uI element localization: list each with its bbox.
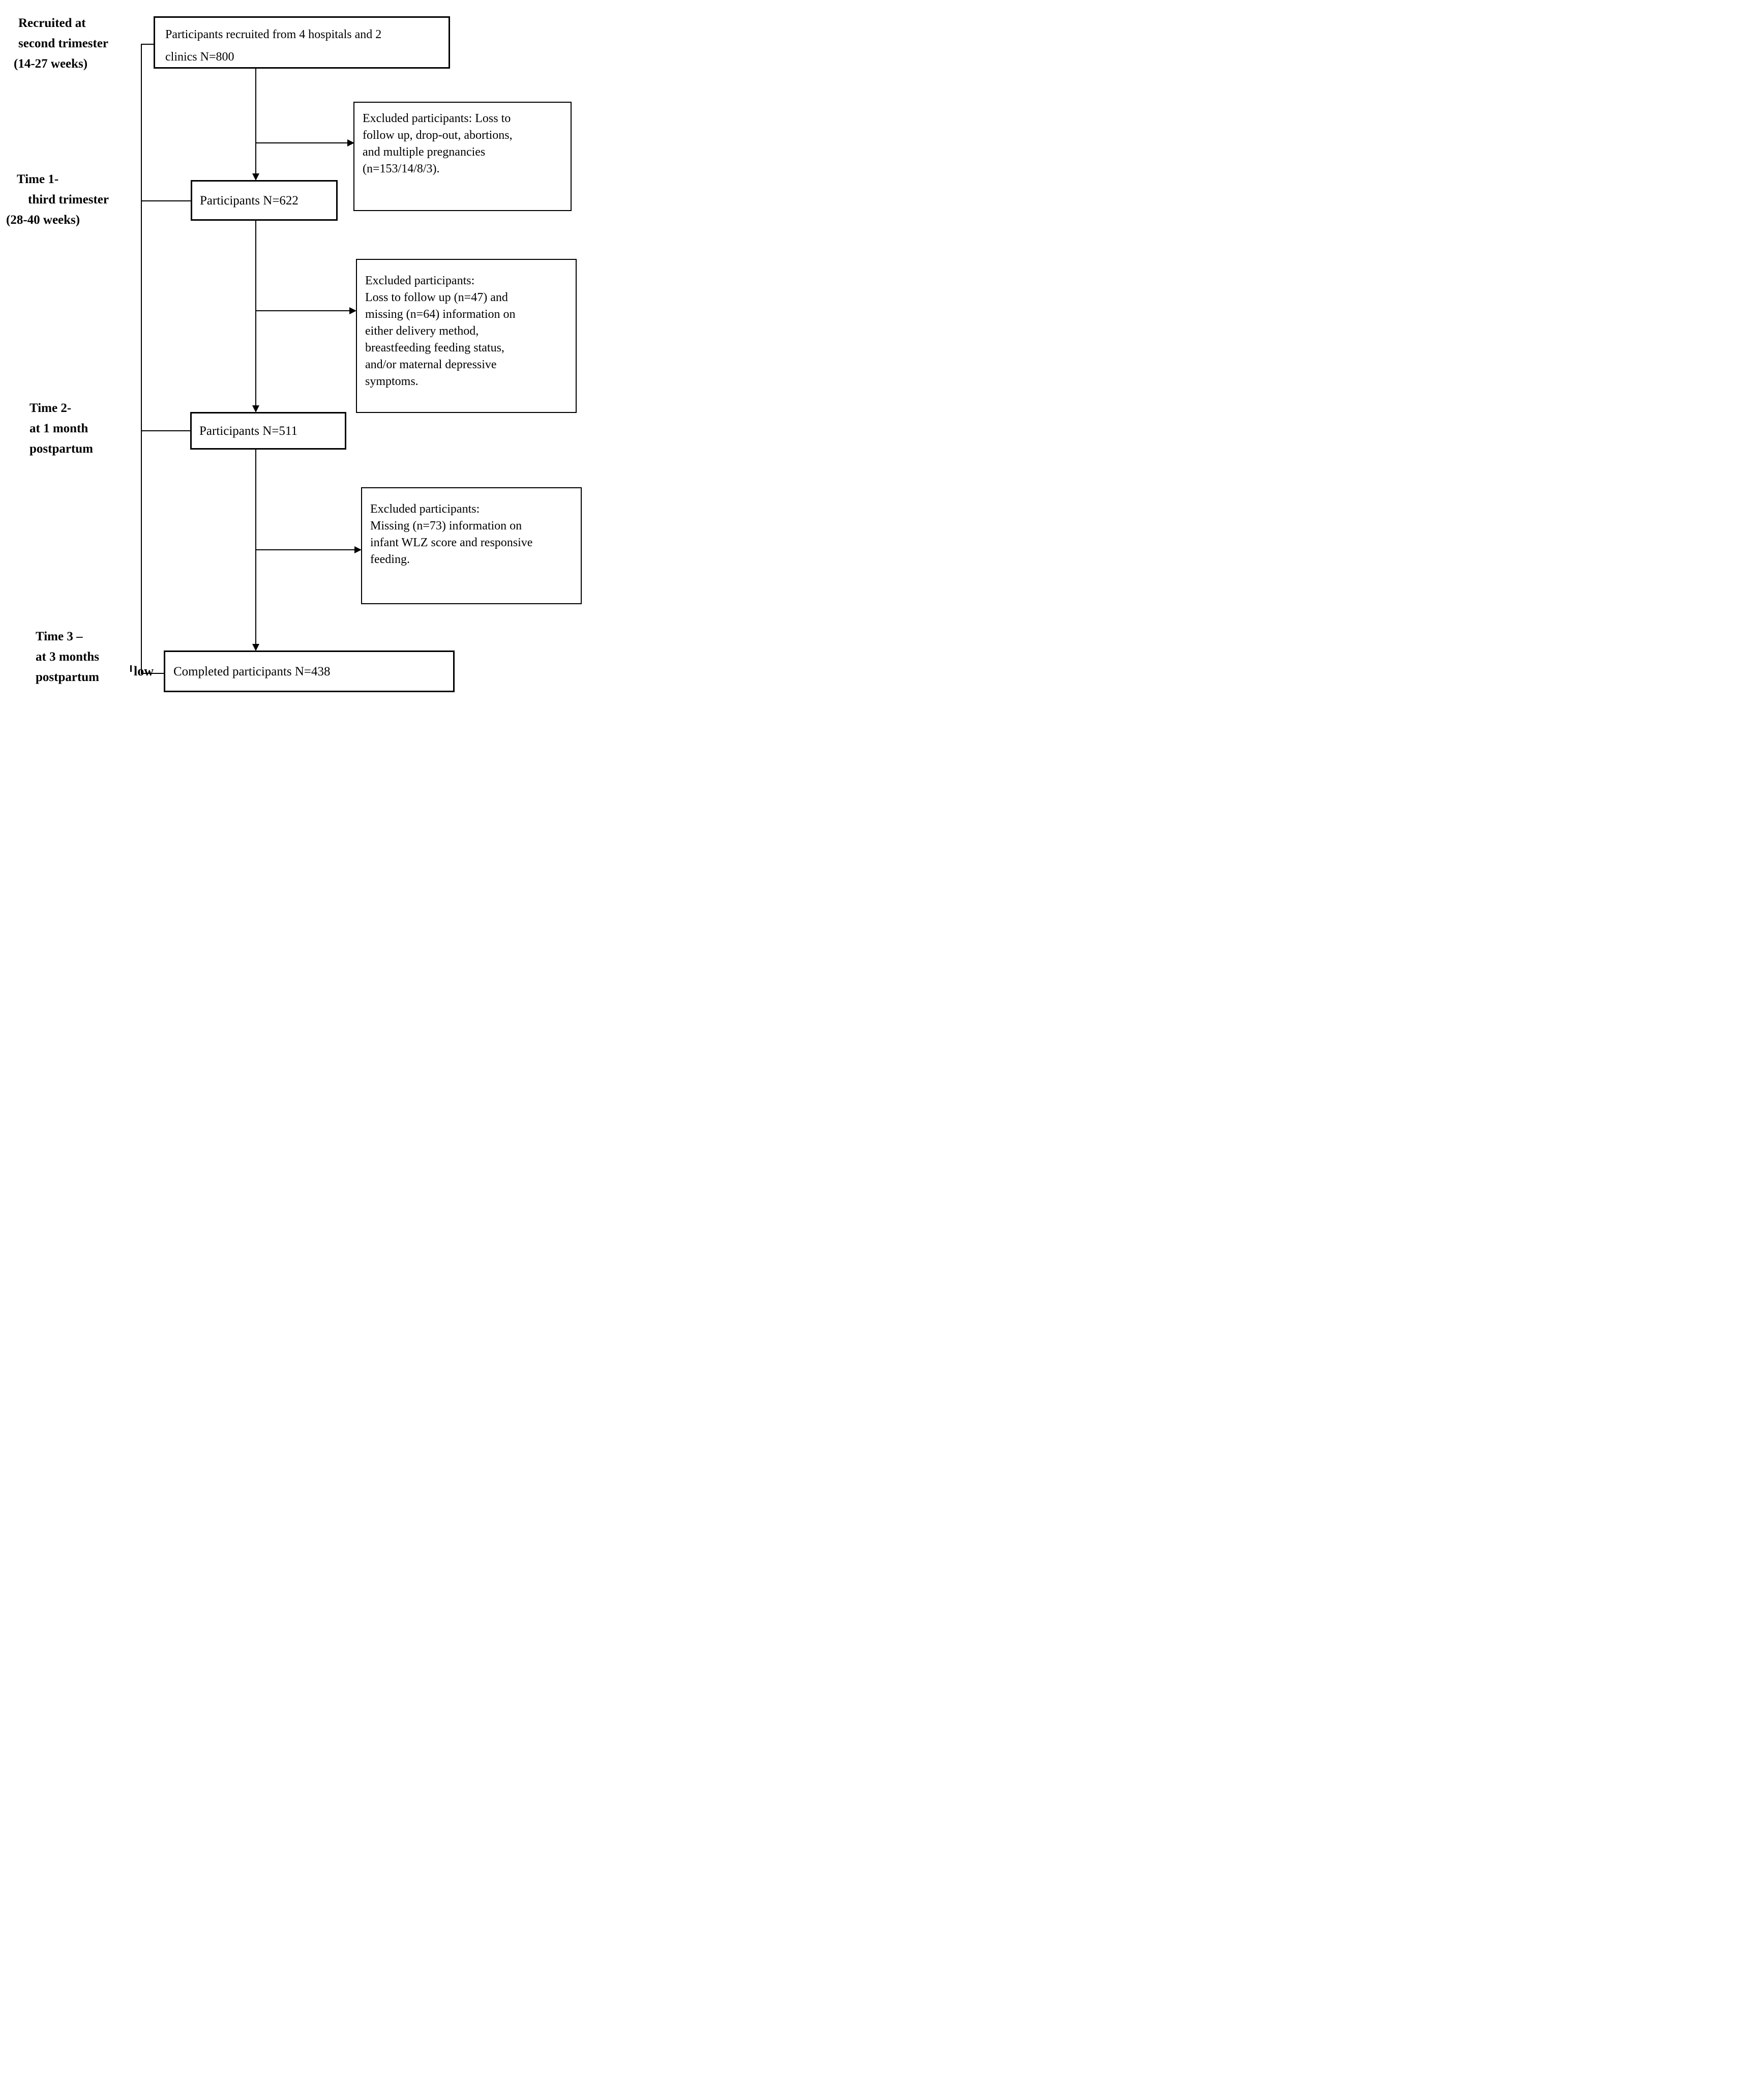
excluded-box-1-line: and multiple pregnancies bbox=[363, 145, 486, 159]
flow-line-time2-to-completed bbox=[255, 450, 256, 644]
right-arrowhead-excluded-2 bbox=[349, 307, 356, 314]
flow-box-recruited-line-1: Participants recruited from 4 hospitals … bbox=[165, 28, 382, 41]
timeline-label-line: postpartum bbox=[29, 442, 94, 456]
excluded-box-3-line: Excluded participants: bbox=[370, 502, 480, 516]
timeline-label-line: Recruited at bbox=[18, 16, 86, 30]
excluded-box-2-line: symptoms. bbox=[365, 375, 419, 388]
connector-completed-box bbox=[141, 673, 165, 674]
flow-box-time1-label: Participants N=622 bbox=[200, 193, 299, 208]
timeline-label-line: postpartum bbox=[36, 670, 100, 684]
right-arrowhead-excluded-1 bbox=[347, 139, 354, 146]
branch-line-excluded-1 bbox=[255, 142, 348, 143]
excluded-box-3-line: Missing (n=73) information on bbox=[370, 519, 522, 533]
excluded-box-2-line: Excluded participants: bbox=[365, 274, 475, 287]
flow-box-recruited: Participants recruited from 4 hospitals … bbox=[154, 16, 450, 69]
flow-line-time1-to-time2 bbox=[255, 221, 256, 405]
caption-glyph-fragment bbox=[130, 665, 132, 672]
timeline-label-line: Time 1- bbox=[17, 172, 59, 186]
timeline-label-line: (28-40 weeks) bbox=[6, 213, 80, 227]
excluded-box-2-line: and/or maternal depressive bbox=[365, 358, 497, 371]
excluded-box-3: Excluded participants: Missing (n=73) in… bbox=[361, 487, 582, 604]
branch-line-excluded-2 bbox=[255, 310, 350, 311]
excluded-box-2-line: either delivery method, bbox=[365, 324, 479, 338]
timeline-label-time2: Time 2- at 1 month postpartum bbox=[29, 398, 93, 459]
timeline-label-line: at 1 month bbox=[29, 422, 88, 435]
down-arrowhead-time2 bbox=[252, 405, 259, 412]
down-arrowhead-time1 bbox=[252, 173, 259, 181]
timeline-label-line: (14-27 weeks) bbox=[14, 57, 88, 71]
excluded-box-2-line: Loss to follow up (n=47) and bbox=[365, 291, 508, 304]
connector-recruited-box bbox=[141, 44, 155, 45]
right-arrowhead-excluded-3 bbox=[354, 546, 362, 553]
excluded-box-2-line: missing (n=64) information on bbox=[365, 308, 516, 321]
timeline-label-line: at 3 months bbox=[36, 650, 100, 664]
timeline-label-recruitment: Recruited at second trimester (14-27 wee… bbox=[14, 13, 108, 74]
flow-box-time2-label: Participants N=511 bbox=[199, 424, 298, 438]
timeline-label-line: second trimester bbox=[18, 37, 109, 50]
excluded-box-1: Excluded participants: Loss to follow up… bbox=[353, 102, 572, 211]
excluded-box-3-line: infant WLZ score and responsive bbox=[370, 536, 533, 549]
connector-time2-box bbox=[141, 430, 191, 431]
flow-box-time2: Participants N=511 bbox=[190, 412, 346, 450]
partial-caption-text: low bbox=[134, 664, 154, 678]
flow-box-time1: Participants N=622 bbox=[191, 180, 338, 221]
down-arrowhead-completed bbox=[252, 644, 259, 651]
excluded-box-1-line: Excluded participants: Loss to bbox=[363, 112, 511, 125]
excluded-box-2: Excluded participants: Loss to follow up… bbox=[356, 259, 577, 413]
excluded-box-2-line: breastfeeding feeding status, bbox=[365, 341, 504, 354]
flow-box-completed-label: Completed participants N=438 bbox=[173, 664, 331, 678]
flow-box-recruited-line-2: clinics N=800 bbox=[165, 50, 234, 64]
flow-box-completed: Completed participants N=438 bbox=[164, 650, 455, 692]
timeline-bracket-line bbox=[141, 44, 142, 674]
connector-time1-box bbox=[141, 200, 192, 201]
timeline-label-line: Time 2- bbox=[29, 401, 72, 415]
timeline-label-line: Time 3 – bbox=[36, 630, 83, 643]
timeline-label-time3: Time 3 – at 3 months postpartum bbox=[36, 627, 99, 688]
timeline-label-line: third trimester bbox=[28, 193, 109, 206]
flow-line-recruited-to-time1 bbox=[255, 69, 256, 174]
excluded-box-3-line: feeding. bbox=[370, 553, 410, 566]
branch-line-excluded-3 bbox=[255, 549, 355, 550]
excluded-box-1-line: follow up, drop-out, abortions, bbox=[363, 129, 513, 142]
participant-flow-diagram: low Participants recruited from 4 hospit… bbox=[0, 0, 587, 700]
timeline-label-time1: Time 1- third trimester (28-40 weeks) bbox=[6, 169, 109, 230]
excluded-box-1-line: (n=153/14/8/3). bbox=[363, 162, 440, 175]
